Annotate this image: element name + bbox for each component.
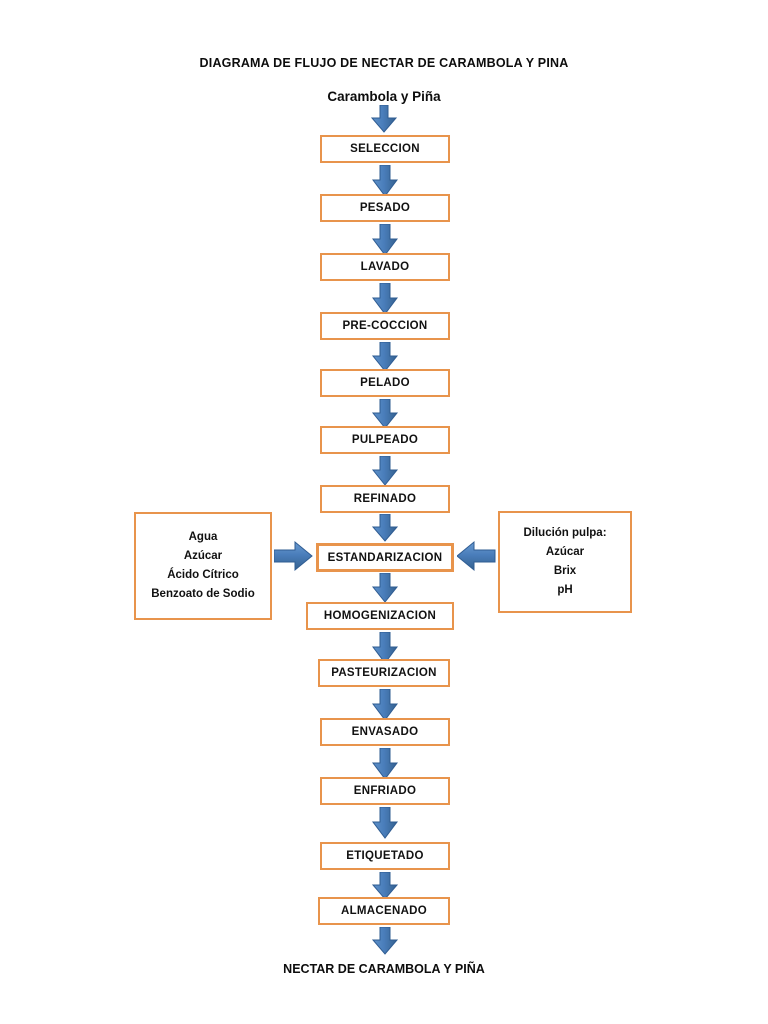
arrow-down-icon [370, 927, 400, 955]
side-box-line: pH [557, 583, 573, 596]
process-box-almacenado[interactable]: ALMACENADO [318, 897, 450, 925]
side-box-dilucion-pulpa[interactable]: Dilución pulpa: Azúcar Brix pH [498, 511, 632, 613]
process-box-label: REFINADO [353, 493, 417, 505]
process-box-label: PASTEURIZACION [331, 667, 437, 679]
side-box-line: Azúcar [183, 550, 223, 563]
arrow-right-icon [274, 540, 314, 572]
process-box-pre-coccion[interactable]: PRE-COCCION [320, 312, 450, 340]
process-box-lavado[interactable]: LAVADO [320, 253, 450, 281]
arrow-down-icon [370, 807, 400, 839]
side-box-line: Dilución pulpa: [523, 527, 607, 540]
arrow-down-icon [370, 689, 400, 721]
arrow-down-icon [370, 456, 400, 486]
process-box-envasado[interactable]: ENVASADO [320, 718, 450, 746]
side-box-line: Azúcar [545, 546, 585, 559]
process-box-label: PELADO [360, 377, 410, 389]
process-box-label: ETIQUETADO [346, 850, 424, 862]
arrow-down-icon [370, 224, 400, 256]
arrow-down-icon [370, 283, 400, 315]
arrow-down-icon [370, 399, 400, 429]
process-box-seleccion[interactable]: SELECCION [320, 135, 450, 163]
page-title: DIAGRAMA DE FLUJO DE NECTAR DE CARAMBOLA… [199, 56, 569, 70]
process-box-pasteurizacion[interactable]: PASTEURIZACION [318, 659, 450, 687]
process-box-label: ALMACENADO [340, 905, 428, 917]
output-product-label: NECTAR DE CARAMBOLA Y PIÑA [283, 962, 485, 976]
process-box-etiquetado[interactable]: ETIQUETADO [320, 842, 450, 870]
process-box-pelado[interactable]: PELADO [320, 369, 450, 397]
process-box-label: ESTANDARIZACION [327, 551, 443, 564]
input-material-label: Carambola y Piña [327, 89, 441, 104]
process-box-refinado[interactable]: REFINADO [320, 485, 450, 513]
side-box-line: Agua [188, 531, 218, 544]
arrow-left-icon [457, 540, 497, 572]
process-box-label: ENFRIADO [353, 785, 417, 797]
process-box-label: HOMOGENIZACION [323, 610, 437, 622]
side-box-line: Benzoato de Sodio [151, 587, 255, 600]
process-box-label: SELECCION [350, 143, 420, 155]
arrow-down-icon [370, 573, 400, 603]
process-box-label: LAVADO [360, 261, 410, 273]
process-box-pesado[interactable]: PESADO [320, 194, 450, 222]
process-box-label: ENVASADO [351, 726, 419, 738]
side-box-line: Brix [553, 565, 577, 577]
arrow-down-icon [370, 748, 400, 780]
arrow-down-icon [369, 105, 399, 133]
side-box-line: Ácido Cítrico [167, 569, 239, 581]
arrow-down-icon [370, 514, 400, 542]
process-box-label: PULPEADO [351, 434, 419, 446]
process-box-label: PRE-COCCION [342, 320, 428, 332]
side-box-ingredientes[interactable]: Agua Azúcar Ácido Cítrico Benzoato de So… [134, 512, 272, 620]
process-box-enfriado[interactable]: ENFRIADO [320, 777, 450, 805]
arrow-down-icon [370, 165, 400, 197]
arrow-down-icon [370, 872, 400, 900]
process-box-estandarizacion[interactable]: ESTANDARIZACION [316, 543, 454, 572]
process-box-label: PESADO [359, 202, 411, 214]
process-box-pulpeado[interactable]: PULPEADO [320, 426, 450, 454]
arrow-down-icon [370, 342, 400, 372]
process-box-homogenizacion[interactable]: HOMOGENIZACION [306, 602, 454, 630]
